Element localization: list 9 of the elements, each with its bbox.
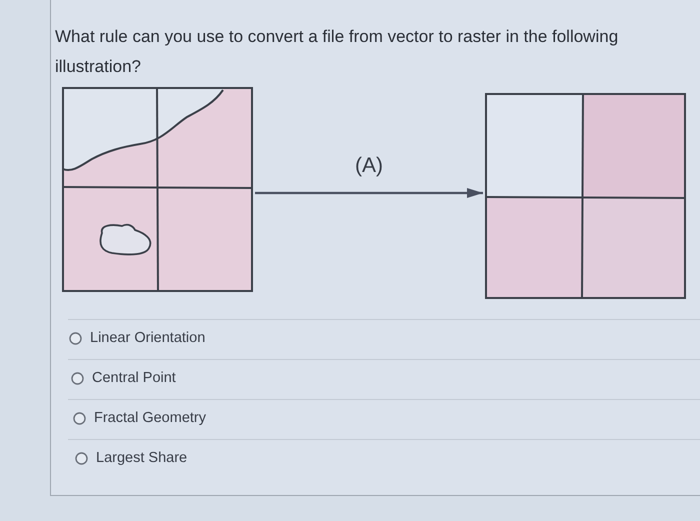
answer-option: Central Point [92, 370, 176, 386]
answer-option: Fractal Geometry [94, 410, 206, 426]
arrow [255, 188, 483, 198]
edge-label: (A) [355, 154, 383, 177]
question-text: What rule can you use to convert a file from vector to raster in the following illustration? [55, 26, 620, 78]
answer-option: Largest Share [96, 450, 188, 466]
vector-grid-drawing [62, 87, 253, 292]
raster-grid-drawing [485, 93, 686, 299]
answer-option: Linear Orientation [90, 330, 206, 346]
